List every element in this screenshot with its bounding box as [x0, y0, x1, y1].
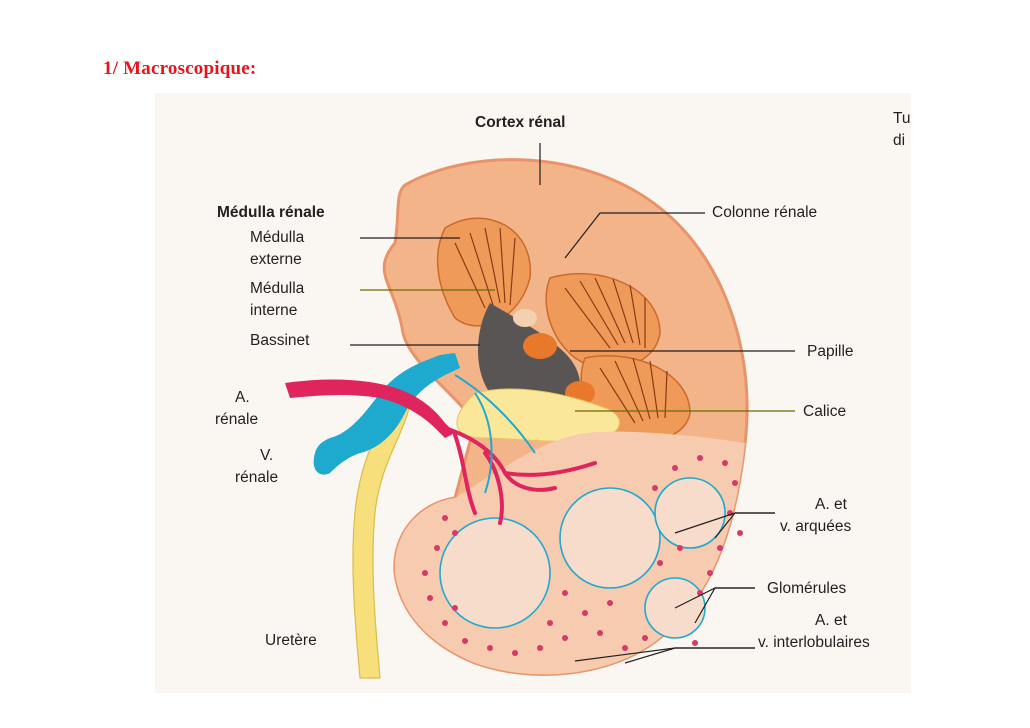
glomeruli	[422, 455, 743, 656]
label-bassinet: Bassinet	[250, 332, 310, 349]
label-uretere: Uretère	[265, 632, 317, 649]
kidney-illustration	[285, 143, 795, 679]
label-papille: Papille	[807, 343, 854, 360]
ureter	[352, 392, 411, 679]
arterial-branches	[443, 426, 597, 525]
leader-lines	[350, 143, 795, 664]
label-medulla-interne-1: Médulla	[250, 280, 305, 297]
label-artere-1: A.	[235, 389, 250, 406]
label-cortex: Cortex rénal	[475, 114, 566, 131]
venous-branches	[454, 374, 536, 494]
label-medulla-externe-2: externe	[250, 251, 302, 268]
label-arquees-1: A. et	[815, 496, 847, 513]
label-medulla-externe-1: Médulla	[250, 229, 305, 246]
lower-lobes	[394, 431, 745, 675]
label-colonne: Colonne rénale	[712, 204, 818, 221]
label-glomerules: Glomérules	[767, 580, 847, 597]
label-interlob-2: v. interlobulaires	[758, 634, 870, 651]
renal-artery	[285, 379, 455, 438]
label-arquees-2: v. arquées	[780, 518, 852, 535]
label-corner-1: Tu	[893, 110, 911, 127]
label-veine-2: rénale	[235, 469, 279, 486]
section-heading: 1/ Macroscopique:	[103, 58, 257, 79]
label-corner-2: di	[893, 132, 906, 149]
label-interlob-1: A. et	[815, 612, 847, 629]
label-medulla: Médulla rénale	[217, 204, 325, 221]
renal-vein	[313, 353, 460, 475]
label-veine-1: V.	[260, 447, 274, 464]
label-calice: Calice	[803, 403, 847, 420]
label-artere-2: rénale	[215, 411, 259, 428]
label-medulla-interne-2: interne	[250, 302, 298, 319]
kidney-diagram: Cortex rénal Médulla rénale Médulla exte…	[155, 93, 911, 693]
